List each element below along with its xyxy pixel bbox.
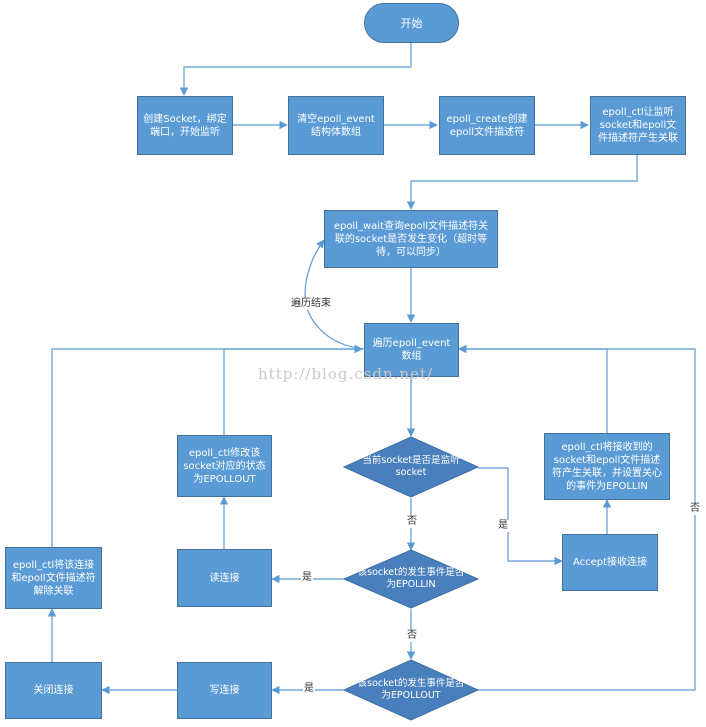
listen-socket-decision: 当前socket是否是监听socket [354,449,468,485]
listen-no-label: 否 [406,516,418,528]
accept-label: Accept接收连接 [572,557,648,568]
edge-epollout-no-back [458,344,696,691]
remove-association-node: epoll_ctl将该连接和epoll文件描述符解除关联 [5,547,102,609]
close-label: 关闭连接 [33,685,74,696]
traverse-events-node: 遍历epoll_event数组 [364,323,459,377]
read-label: 读连接 [209,572,240,584]
epoll-create-label: epoll_create创建epoll文件描述符 [446,113,528,138]
start-label: 开始 [400,16,423,30]
start-node: 开始 [364,3,459,43]
register-accepted-label: epoll_ctl将接收到的socket和epoll文件描述符产生关联，并设置关… [552,441,662,492]
epollin-decision-label: 该socket的发生事件是否为EPOLLIN [357,567,465,590]
decision-epollout-shape [342,659,480,721]
write-node: 写连接 [177,662,272,719]
edge-ctl-to-epoll-wait [406,154,638,210]
epollout-yes-label: 是 [303,683,315,695]
traverse-events-label: 遍历epoll_event数组 [372,338,451,362]
epoll-create-node: epoll_create创建epoll文件描述符 [439,96,535,155]
listen-yes-label: 是 [497,520,509,532]
traverse-done-label: 遍历结束 [290,298,332,310]
epoll-ctl-associate-node: epoll_ctl让监听socket和epoll文件描述符产生关联 [590,96,686,155]
create-socket-label: 创建Socket，绑定端口，开始监听 [143,113,227,138]
watermark: http://blog.csdn.net/ [258,365,434,383]
epollout-no-back-label: 否 [689,503,701,515]
decision-listen-shape [342,436,480,498]
epollin-no-label: 否 [406,630,418,642]
clear-events-label: 清空epoll_event结构体数组 [297,113,375,138]
edge-start-to-create-socket [179,42,412,96]
read-node: 读连接 [177,549,272,607]
accept-node: Accept接收连接 [562,534,658,591]
write-label: 写连接 [209,685,240,696]
epoll-wait-node: epoll_wait查询epoll文件描述符关联的socket是否发生变化（超时… [324,210,498,268]
epollin-yes-label: 是 [301,572,313,584]
listen-socket-decision-label: 当前socket是否是监听socket [362,455,460,478]
epollout-decision-label: 该socket的发生事件是否为EPOLLOUT [357,678,465,701]
epoll-ctl-associate-label: epoll_ctl让监听socket和epoll文件描述符产生关联 [598,107,678,144]
epollout-decision: 该socket的发生事件是否为EPOLLOUT [354,672,468,708]
edge-set-epollout-to-traverse [223,344,363,435]
edge-listen-yes-to-accept [478,467,563,566]
decision-epollin-shape [342,549,480,609]
remove-association-label: epoll_ctl将该连接和epoll文件描述符解除关联 [11,559,96,597]
epollin-decision: 该socket的发生事件是否为EPOLLIN [354,561,468,597]
edge-remove-to-traverse [51,344,363,547]
set-epollout-node: epoll_ctl修改该socket对应的状态为EPOLLOUT [177,435,272,497]
register-accepted-node: epoll_ctl将接收到的socket和epoll文件描述符产生关联，并设置关… [544,433,670,500]
create-socket-node: 创建Socket，绑定端口，开始监听 [137,96,233,155]
clear-events-node: 清空epoll_event结构体数组 [288,96,384,155]
edge-traverse-done-loop [304,239,365,350]
close-node: 关闭连接 [5,662,102,719]
epoll-wait-label: epoll_wait查询epoll文件描述符关联的socket是否发生变化（超时… [333,220,489,258]
edge-register-to-traverse [458,344,608,433]
set-epollout-label: epoll_ctl修改该socket对应的状态为EPOLLOUT [183,447,266,485]
